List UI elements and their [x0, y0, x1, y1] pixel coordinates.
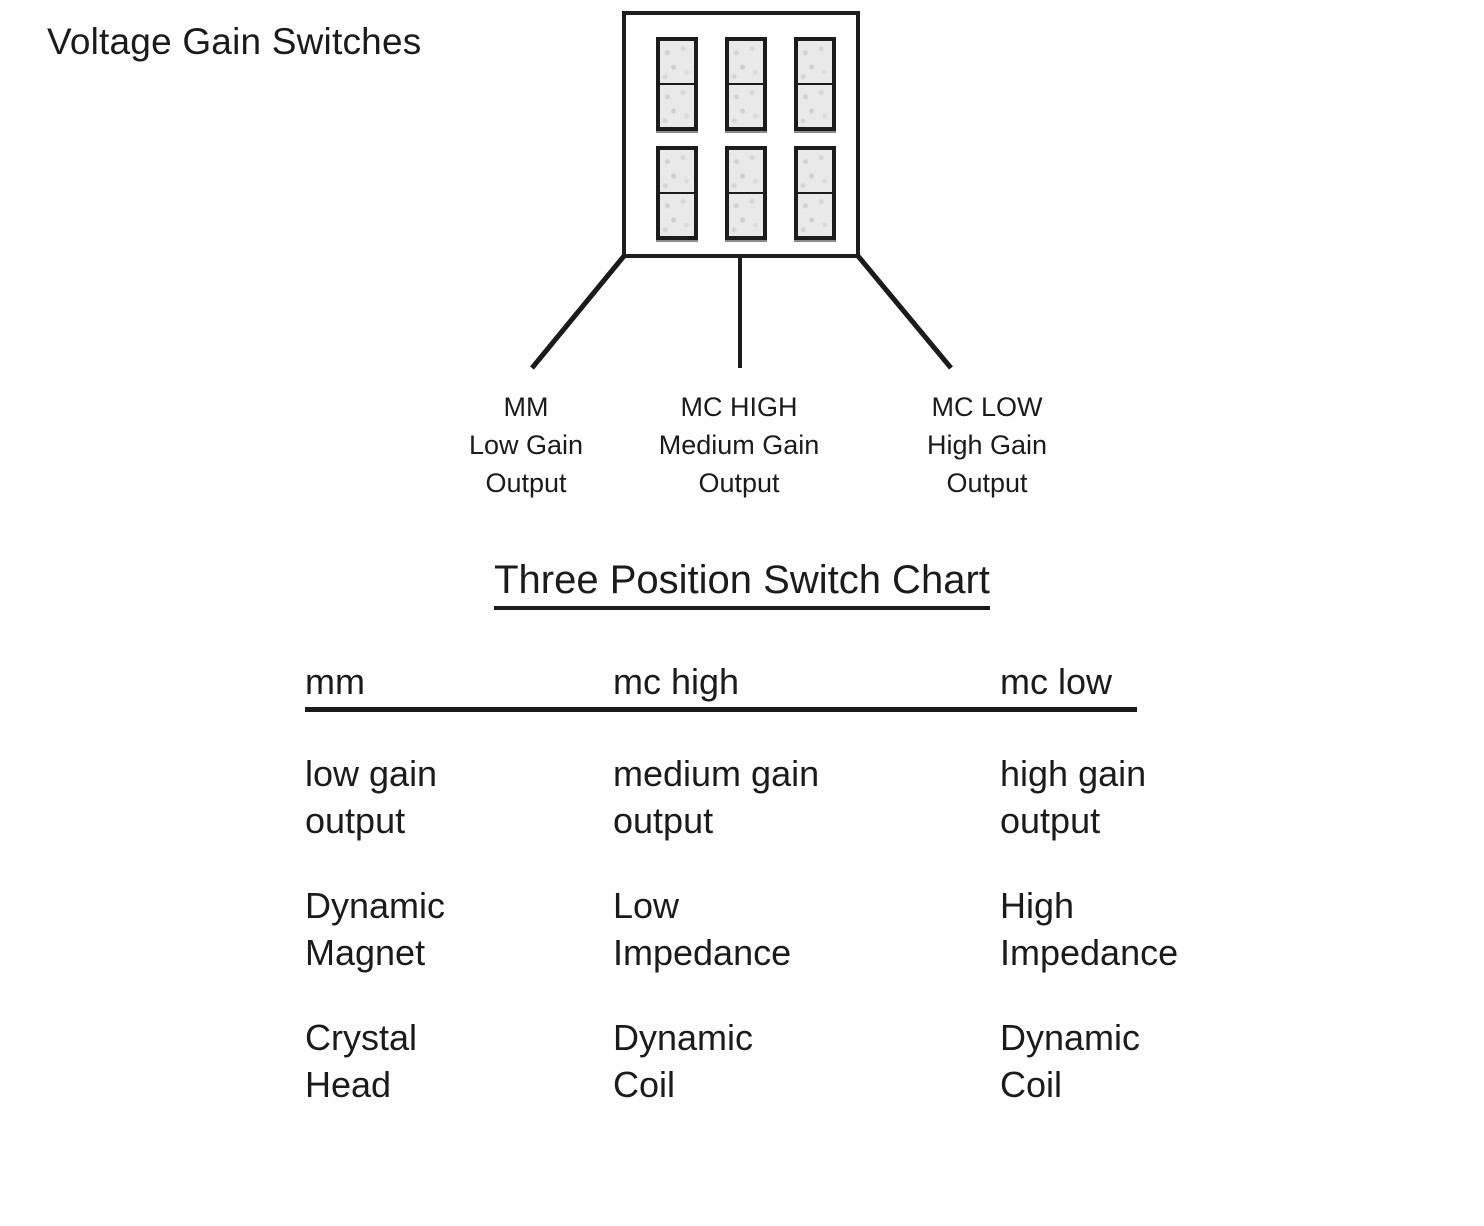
switch-half-upper: [660, 150, 694, 192]
voltage-gain-switch-panel: [622, 11, 860, 258]
cell-r1-c1: low gain output: [305, 750, 613, 844]
page-title: Voltage Gain Switches: [47, 21, 422, 62]
switch-row1-col1[interactable]: [656, 37, 698, 131]
column-header-mc-high: mc high: [613, 661, 740, 702]
switch-row2-col2[interactable]: [725, 146, 767, 240]
switch-half-lower: [729, 194, 763, 236]
switch-half-lower: [660, 85, 694, 127]
switch-row2-col3[interactable]: [794, 146, 836, 240]
cell-r2-c3-line-1: High: [1000, 885, 1075, 926]
switch-half-upper: [729, 41, 763, 83]
cell-r1-c3: high gain output: [1000, 750, 1147, 844]
callout-mc-high-line-1: MC HIGH: [680, 392, 798, 422]
cell-r1-c1-line-2: output: [305, 800, 406, 841]
cell-r2-c1-line-2: Magnet: [305, 932, 426, 973]
cell-r2-c2: Low Impedance: [613, 882, 1000, 976]
cell-r3-c2-line-2: Coil: [613, 1064, 676, 1105]
callout-mc-low-line-3: Output: [946, 468, 1028, 498]
chart-heading-text: Three Position Switch Chart: [494, 558, 990, 610]
cell-r1-c3-line-2: output: [1000, 800, 1101, 841]
switch-half-lower: [729, 85, 763, 127]
switch-half-upper: [660, 41, 694, 83]
switch-half-lower: [798, 85, 832, 127]
switch-half-upper: [729, 150, 763, 192]
cell-r3-c1-line-2: Head: [305, 1064, 392, 1105]
cell-r3-c2: Dynamic Coil: [613, 1014, 1000, 1108]
cell-r2-c2-line-1: Low: [613, 885, 680, 926]
switch-row1-col2[interactable]: [725, 37, 767, 131]
callout-mm-line-2: Low Gain: [468, 430, 584, 460]
cell-r2-c2-line-2: Impedance: [613, 932, 792, 973]
cell-r1-c2: medium gain output: [613, 750, 1000, 844]
leader-line-mc-low: [856, 254, 953, 370]
switch-half-upper: [798, 41, 832, 83]
cell-r1-c2-line-1: medium gain: [613, 753, 820, 794]
cell-r3-c3: Dynamic Coil: [1000, 1014, 1141, 1108]
cell-r2-c3: High Impedance: [1000, 882, 1179, 976]
switch-half-lower: [798, 194, 832, 236]
callout-mc-low-line-1: MC LOW: [931, 392, 1043, 422]
callout-mc-high-line-3: Output: [698, 468, 780, 498]
cell-r2-c1-line-1: Dynamic: [305, 885, 446, 926]
column-header-mc-low: mc low: [1000, 661, 1113, 702]
callout-mc-low-line-2: High Gain: [926, 430, 1048, 460]
cell-r2-c1: Dynamic Magnet: [305, 882, 613, 976]
callout-mm-line-1: MM: [503, 392, 549, 422]
callout-mc-high-line-2: Medium Gain: [658, 430, 820, 460]
cell-r3-c1: Crystal Head: [305, 1014, 613, 1108]
cell-r3-c1-line-1: Crystal: [305, 1017, 418, 1058]
callout-mc-low: MC LOW High Gain Output: [862, 388, 1112, 502]
cell-r1-c2-line-2: output: [613, 800, 714, 841]
table-row: Crystal Head Dynamic Coil Dynamic Coil: [305, 1014, 1141, 1108]
callout-mm-line-3: Output: [485, 468, 567, 498]
switch-half-upper: [798, 150, 832, 192]
cell-r3-c3-line-1: Dynamic: [1000, 1017, 1141, 1058]
three-position-switch-chart: mm mc high mc low low gain output medium…: [305, 660, 1179, 1108]
cell-r1-c1-line-1: low gain: [305, 753, 438, 794]
table-header-row: mm mc high mc low: [305, 660, 1137, 712]
switch-grid: [656, 37, 836, 242]
cell-r3-c3-line-2: Coil: [1000, 1064, 1063, 1105]
table-row: Dynamic Magnet Low Impedance High Impeda…: [305, 882, 1179, 976]
cell-r1-c3-line-1: high gain: [1000, 753, 1147, 794]
callout-mc-high: MC HIGH Medium Gain Output: [614, 388, 864, 502]
callout-mm: MM Low Gain Output: [401, 388, 651, 502]
leader-line-mm: [530, 254, 626, 370]
column-header-mm: mm: [305, 661, 365, 702]
switch-row1-col3[interactable]: [794, 37, 836, 131]
switch-half-lower: [660, 194, 694, 236]
cell-r3-c2-line-1: Dynamic: [613, 1017, 754, 1058]
switch-row2-col1[interactable]: [656, 146, 698, 240]
chart-heading: Three Position Switch Chart: [0, 558, 1484, 610]
cell-r2-c3-line-2: Impedance: [1000, 932, 1179, 973]
table-row: low gain output medium gain output high …: [305, 750, 1147, 844]
